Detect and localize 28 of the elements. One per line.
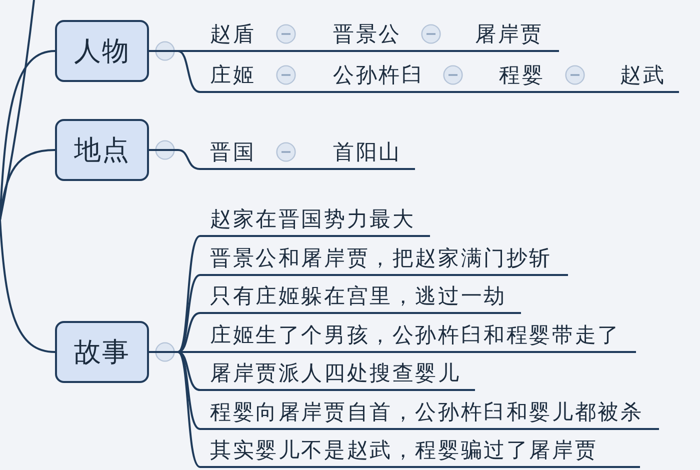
branch-line: [262, 50, 320, 52]
topic-label: 只有庄姬躲在宫里，逃过一劫: [200, 283, 521, 314]
topic-label: 首阳山: [320, 139, 415, 170]
topic-label: 庄姬生了个男孩，公孙杵臼和程婴带走了: [200, 322, 636, 353]
topic-box: 故事: [55, 321, 149, 383]
branch-line: [262, 168, 320, 170]
topic-label: 程婴: [486, 62, 552, 93]
branch-line: [149, 149, 200, 170]
topic-label: 其实婴儿不是赵武，程婴骗过了屠岸贾: [200, 437, 640, 468]
topic-label: 庄姬: [200, 62, 262, 93]
topic-label: 赵家在晋国势力最大: [200, 206, 430, 237]
topic-label: 屠岸贾派人四处搜查婴儿: [200, 360, 475, 391]
topic-label: 赵武: [607, 62, 679, 93]
topic-box: 人物: [55, 20, 149, 82]
branch-line: [552, 91, 607, 93]
topic-label: 公孙杵臼: [320, 62, 432, 93]
topic-label: 屠岸贾: [462, 21, 559, 52]
topic-box: 地点: [55, 119, 149, 181]
topic-label: 程婴向屠岸贾自首，公孙杵臼和婴儿都被杀: [200, 399, 659, 430]
branch-line: [0, 149, 56, 220]
branch-line: [262, 91, 320, 93]
branch-line: [410, 50, 462, 52]
branch-line: [432, 91, 486, 93]
topic-label: 晋国: [200, 139, 262, 170]
branch-line: [0, 220, 56, 353]
topic-label: 晋景公和屠岸贾，把赵家满门抄斩: [200, 245, 568, 276]
topic-label: 晋景公: [320, 21, 410, 52]
topic-label: 赵盾: [200, 21, 262, 52]
